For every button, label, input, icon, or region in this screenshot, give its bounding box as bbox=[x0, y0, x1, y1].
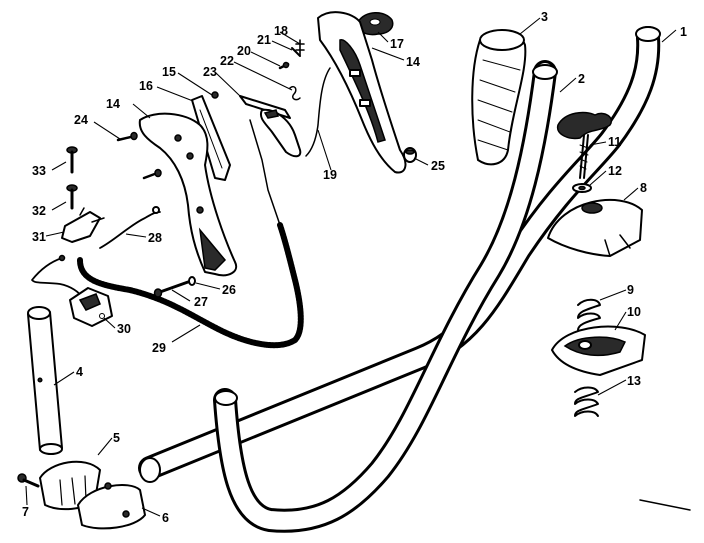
callout-22: 22 bbox=[220, 54, 234, 68]
callout-27: 27 bbox=[194, 295, 208, 309]
part-15-small-screw bbox=[211, 91, 219, 99]
part-21-pin bbox=[291, 47, 301, 57]
part-4-shaft-tube bbox=[27, 306, 63, 455]
part-13-spring bbox=[574, 386, 599, 417]
part-3-grip bbox=[471, 29, 527, 166]
part-14-handle-housing-right bbox=[317, 11, 407, 174]
screw-lower bbox=[142, 168, 162, 180]
part-12-washer bbox=[572, 183, 592, 193]
callout-13: 13 bbox=[627, 374, 641, 388]
callout-15: 15 bbox=[162, 65, 176, 79]
part-6-clamp-half-lower bbox=[77, 482, 146, 530]
part-10-clamp-base bbox=[551, 325, 646, 376]
callout-18: 18 bbox=[274, 24, 288, 38]
callout-21: 21 bbox=[257, 33, 271, 47]
callout-9: 9 bbox=[627, 283, 634, 297]
part-14-handle-housing-left bbox=[138, 112, 238, 277]
callout-23: 23 bbox=[203, 65, 217, 79]
part-7-screw bbox=[17, 473, 40, 488]
callout-17: 17 bbox=[390, 37, 404, 51]
leader-lines bbox=[25, 17, 677, 517]
part-26-washer bbox=[188, 276, 196, 286]
callout-8: 8 bbox=[640, 181, 647, 195]
callout-24: 24 bbox=[74, 113, 88, 127]
short-circuit-wire bbox=[31, 254, 83, 299]
callout-16: 16 bbox=[139, 79, 153, 93]
callout-26: 26 bbox=[222, 283, 236, 297]
callout-7: 7 bbox=[22, 505, 29, 519]
part-22-spring bbox=[289, 85, 301, 101]
part-24-screw bbox=[116, 131, 138, 142]
part-28-ground-wire bbox=[99, 206, 161, 249]
callout-25: 25 bbox=[431, 159, 445, 173]
callout-32: 32 bbox=[32, 204, 46, 218]
part-11-knob-screw bbox=[556, 111, 612, 179]
callout-3: 3 bbox=[541, 10, 548, 24]
callout-11: 11 bbox=[608, 135, 621, 149]
callout-6: 6 bbox=[162, 511, 169, 525]
part-20-screw bbox=[278, 61, 290, 70]
trigger bbox=[260, 108, 302, 158]
callout-4: 4 bbox=[76, 365, 83, 379]
part-32-screw bbox=[66, 184, 78, 210]
part-25-bushing bbox=[403, 147, 417, 163]
callout-12: 12 bbox=[608, 164, 622, 178]
part-17-knob bbox=[356, 12, 394, 36]
part-2-handlebar-tube-bent bbox=[213, 60, 691, 533]
part-29-throttle-cable bbox=[77, 119, 304, 349]
callout-labels: 1 2 3 4 5 6 7 8 9 10 11 12 13 14 14 15 1… bbox=[22, 10, 687, 525]
callout-2: 2 bbox=[578, 72, 585, 86]
callout-10: 10 bbox=[627, 305, 641, 319]
callout-5: 5 bbox=[113, 431, 120, 445]
callout-1: 1 bbox=[680, 25, 687, 39]
callout-33: 33 bbox=[32, 164, 46, 178]
part-8-clamp-top bbox=[547, 198, 643, 257]
part-31-switch-bracket bbox=[61, 207, 105, 243]
part-33-screw bbox=[66, 146, 78, 174]
part-30-stop-switch bbox=[69, 287, 113, 327]
part-16-lockout-lever bbox=[191, 95, 231, 181]
part-27-screw bbox=[153, 280, 190, 298]
callout-20: 20 bbox=[237, 44, 251, 58]
part-19-wire-spring bbox=[305, 67, 331, 157]
callout-14-left: 14 bbox=[106, 97, 120, 111]
part-9-spring bbox=[577, 298, 601, 331]
callout-19: 19 bbox=[323, 168, 337, 182]
callout-30: 30 bbox=[117, 322, 131, 336]
callout-29: 29 bbox=[152, 341, 166, 355]
callout-14-right: 14 bbox=[406, 55, 420, 69]
callout-28: 28 bbox=[148, 231, 162, 245]
callout-31: 31 bbox=[32, 230, 46, 244]
